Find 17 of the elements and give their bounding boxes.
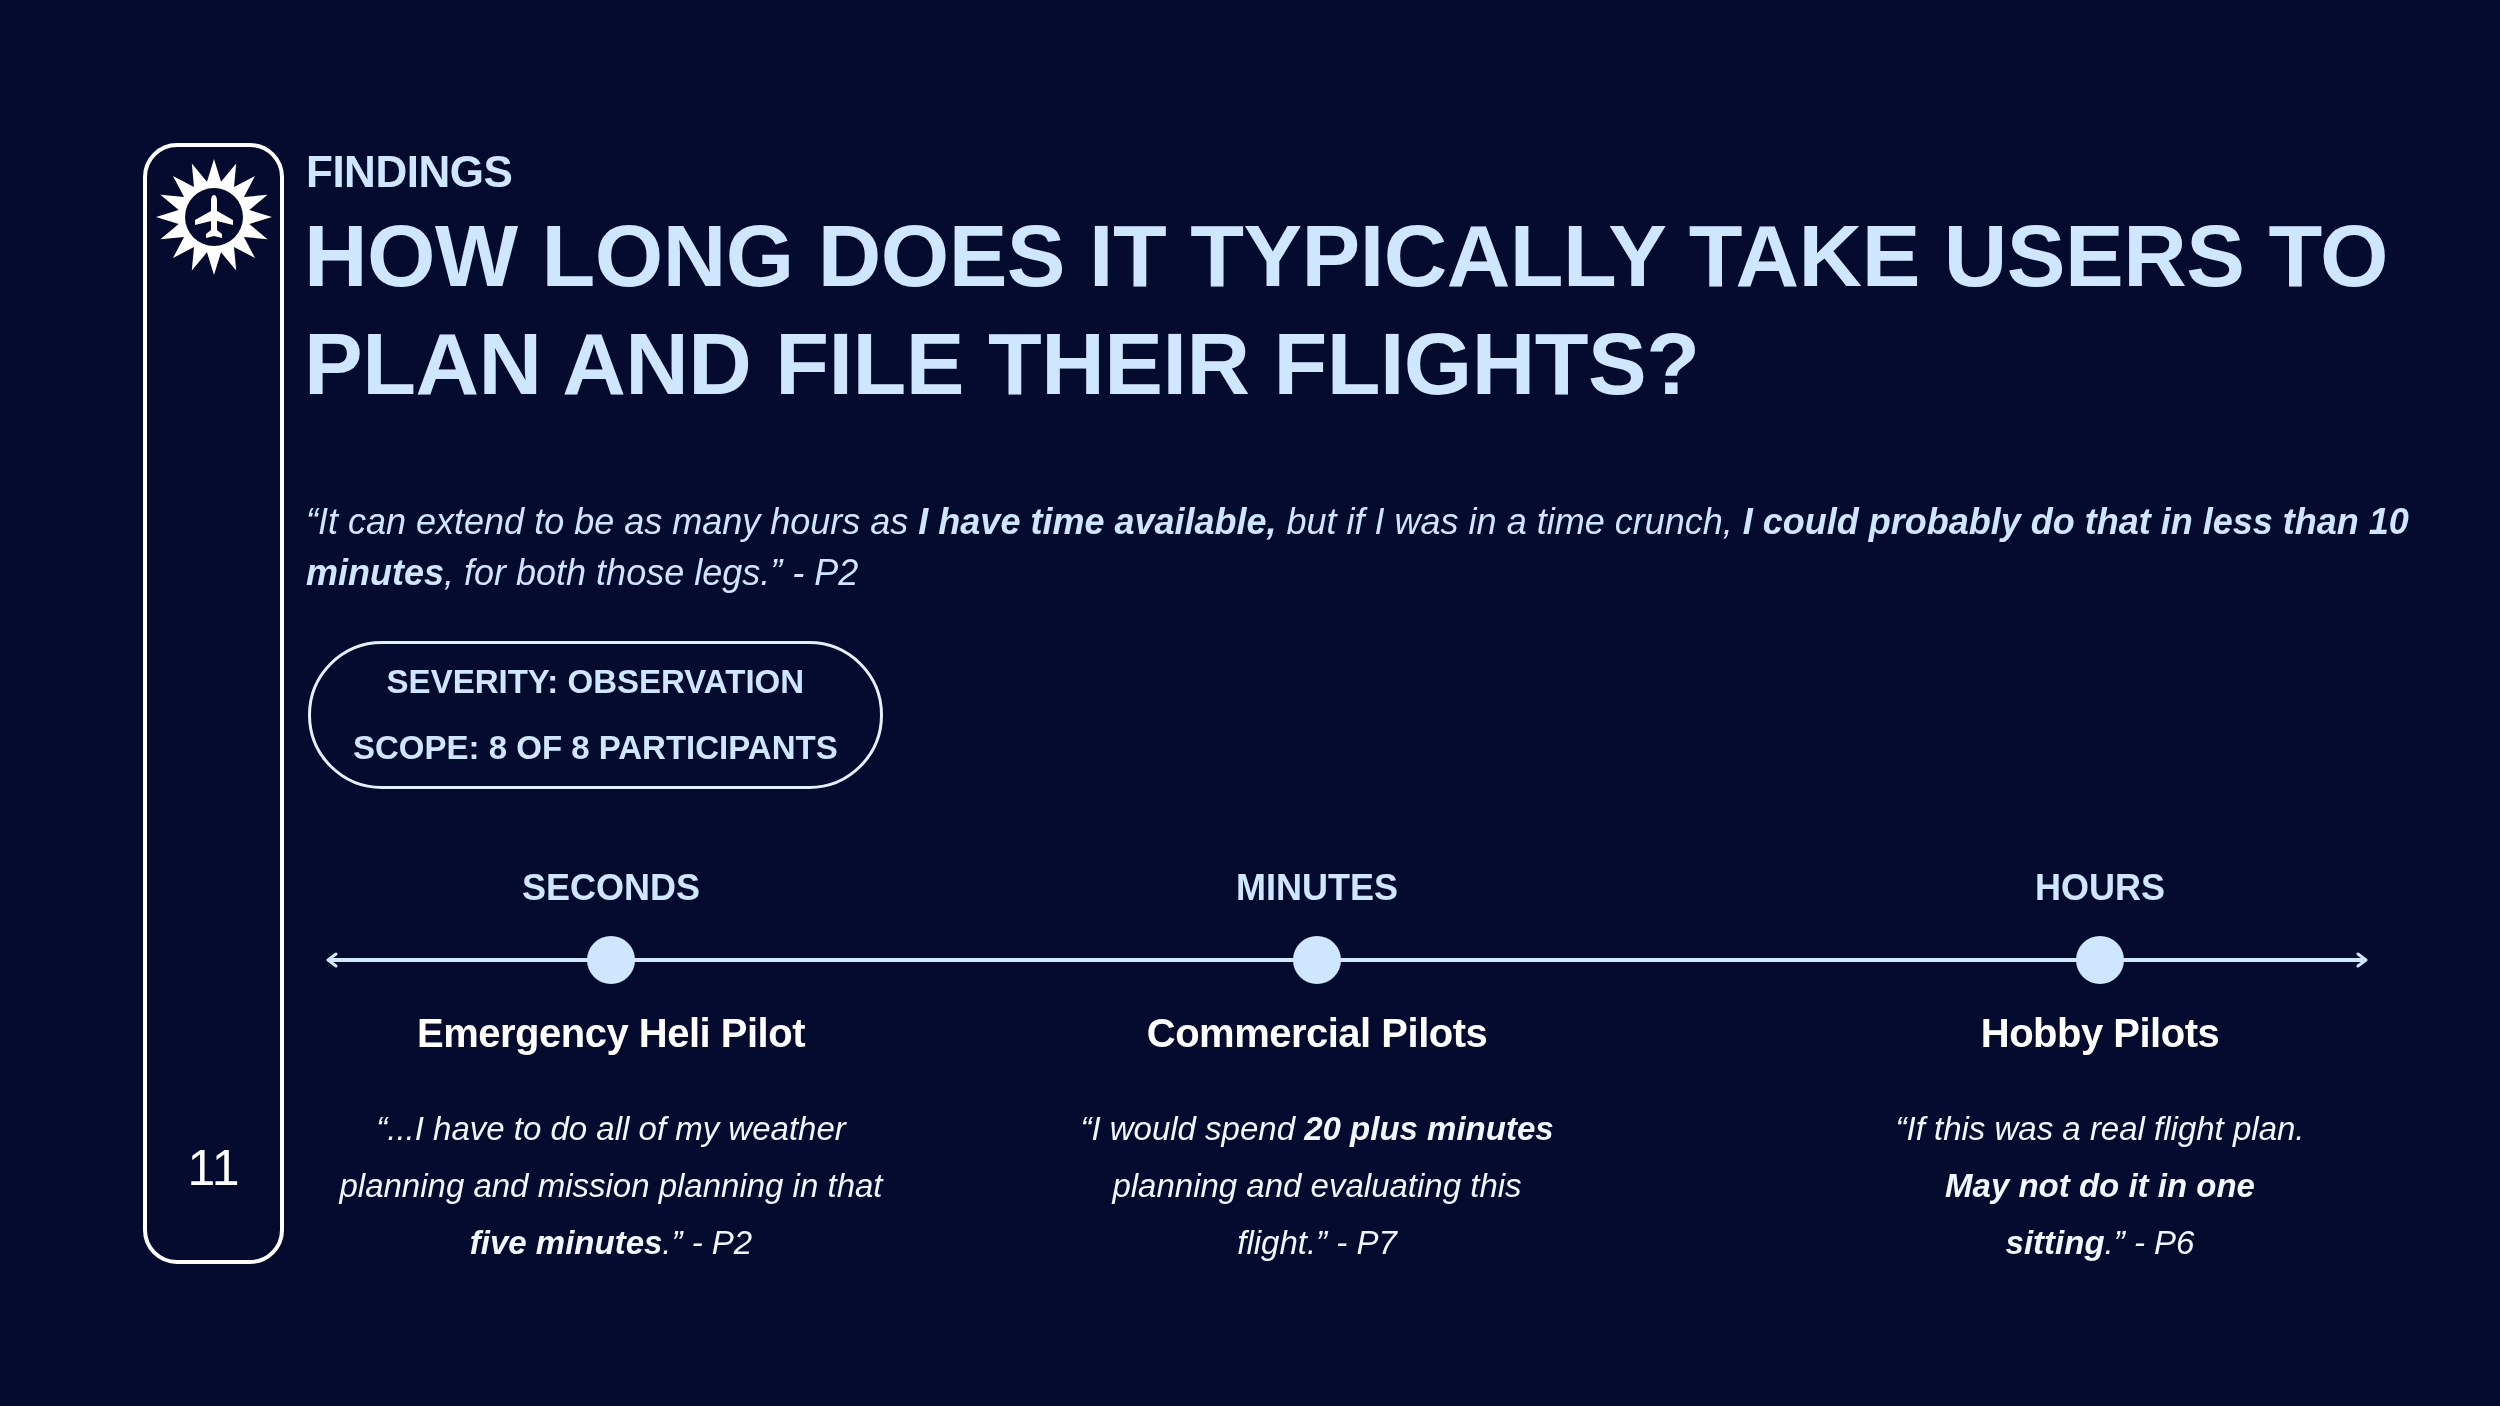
status-line: SCOPE: 8 OF 8 PARTICIPANTS [353, 728, 838, 768]
pilot-group-heading: Hobby Pilots [1980, 1010, 2220, 1057]
status-line: SEVERITY: OBSERVATION [386, 662, 805, 702]
timescale-label: MINUTES [1236, 866, 1398, 910]
slide-title: HOW LONG DOES IT TYPICALLY TAKE USERS TO PLAN AND FILE THEIR FLIGHTS? [304, 205, 2390, 415]
quote-text: “If this was a real flight plan. May not do it in one sitting.” - P6 [1894, 1109, 2306, 1263]
page-number: 11 [187, 1139, 240, 1198]
timescale-label: HOURS [2035, 866, 2165, 910]
sidebar-panel [143, 143, 284, 1264]
quote-text: “...I have to do all of my weather planning and mission planning in that five minutes.” - P2 [337, 1109, 885, 1263]
quote-text: “It can extend to be as many hours as I have time available, but if I was in a time crunch, I could probably do that in less than 10 minutes, for both those legs.” - P2 [306, 500, 2410, 595]
severity-pill [308, 641, 883, 789]
pilot-group-heading: Commercial Pilots [1146, 1010, 1488, 1057]
pilot-group-heading: Emergency Heli Pilot [417, 1010, 805, 1057]
timescale-label: SECONDS [522, 866, 700, 910]
quote-text: “I would spend 20 plus minutes planning and evaluating this flight.” - P7 [1079, 1109, 1555, 1263]
section-eyebrow: FINDINGS [306, 147, 513, 197]
